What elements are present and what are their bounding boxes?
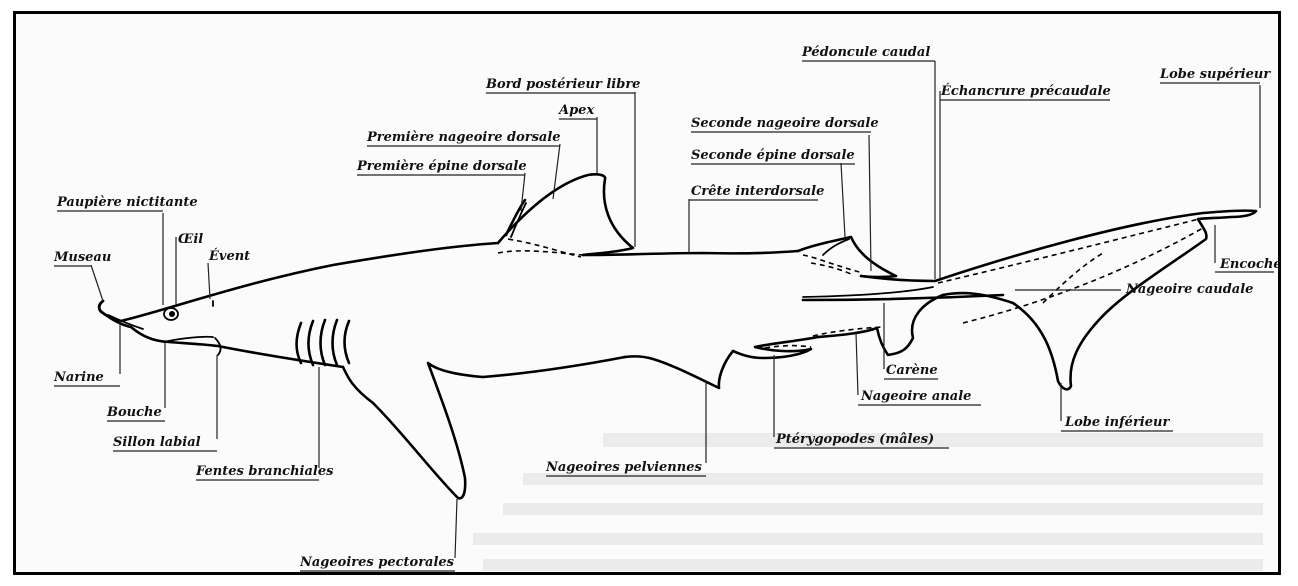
background-texture [473,433,1263,571]
label-pedoncule-caudal: Pédoncule caudal [801,45,930,60]
label-lobe-inferieur: Lobe inférieur [1064,415,1170,430]
shark-anatomy-diagram: Paupière nictitante Œil Museau Évent Nar… [13,11,1281,575]
label-lobe-superieur: Lobe supérieur [1159,67,1271,82]
label-oeil: Œil [178,232,203,247]
label-event: Évent [208,248,250,264]
label-bouche: Bouche [106,405,162,420]
label-fentes-branchiales: Fentes branchiales [195,464,334,479]
label-carene: Carène [886,363,938,378]
label-sillon-labial: Sillon labial [113,435,201,450]
label-underlines [54,61,1274,571]
label-nageoires-pectorales: Nageoires pectorales [299,555,455,570]
label-narine: Narine [53,370,104,385]
label-crete-interdorsale: Crête interdorsale [691,184,824,199]
label-museau: Museau [53,250,111,265]
label-paupiere-nictitante: Paupière nictitante [56,195,198,210]
label-pterygopodes: Ptérygopodes (mâles) [775,432,934,447]
diagram-frame: Paupière nictitante Œil Museau Évent Nar… [13,11,1281,575]
label-seconde-nageoire-dorsale: Seconde nageoire dorsale [691,116,879,131]
label-nageoires-pelviennes: Nageoires pelviennes [545,460,702,475]
label-premiere-nageoire-dorsale: Première nageoire dorsale [366,130,561,145]
label-nageoire-caudale: Nageoire caudale [1125,282,1253,297]
label-premiere-epine-dorsale: Première épine dorsale [356,159,527,174]
label-echancrure-precaudale: Échancrure précaudale [940,83,1111,99]
label-seconde-epine-dorsale: Seconde épine dorsale [691,148,855,163]
label-bord-posterieur-libre: Bord postérieur libre [485,77,640,92]
label-apex: Apex [557,103,594,118]
labels: Paupière nictitante Œil Museau Évent Nar… [53,45,1281,570]
shark-outline [99,174,1256,498]
label-encoche: Encoche [1219,257,1281,272]
label-nageoire-anale: Nageoire anale [860,389,971,404]
